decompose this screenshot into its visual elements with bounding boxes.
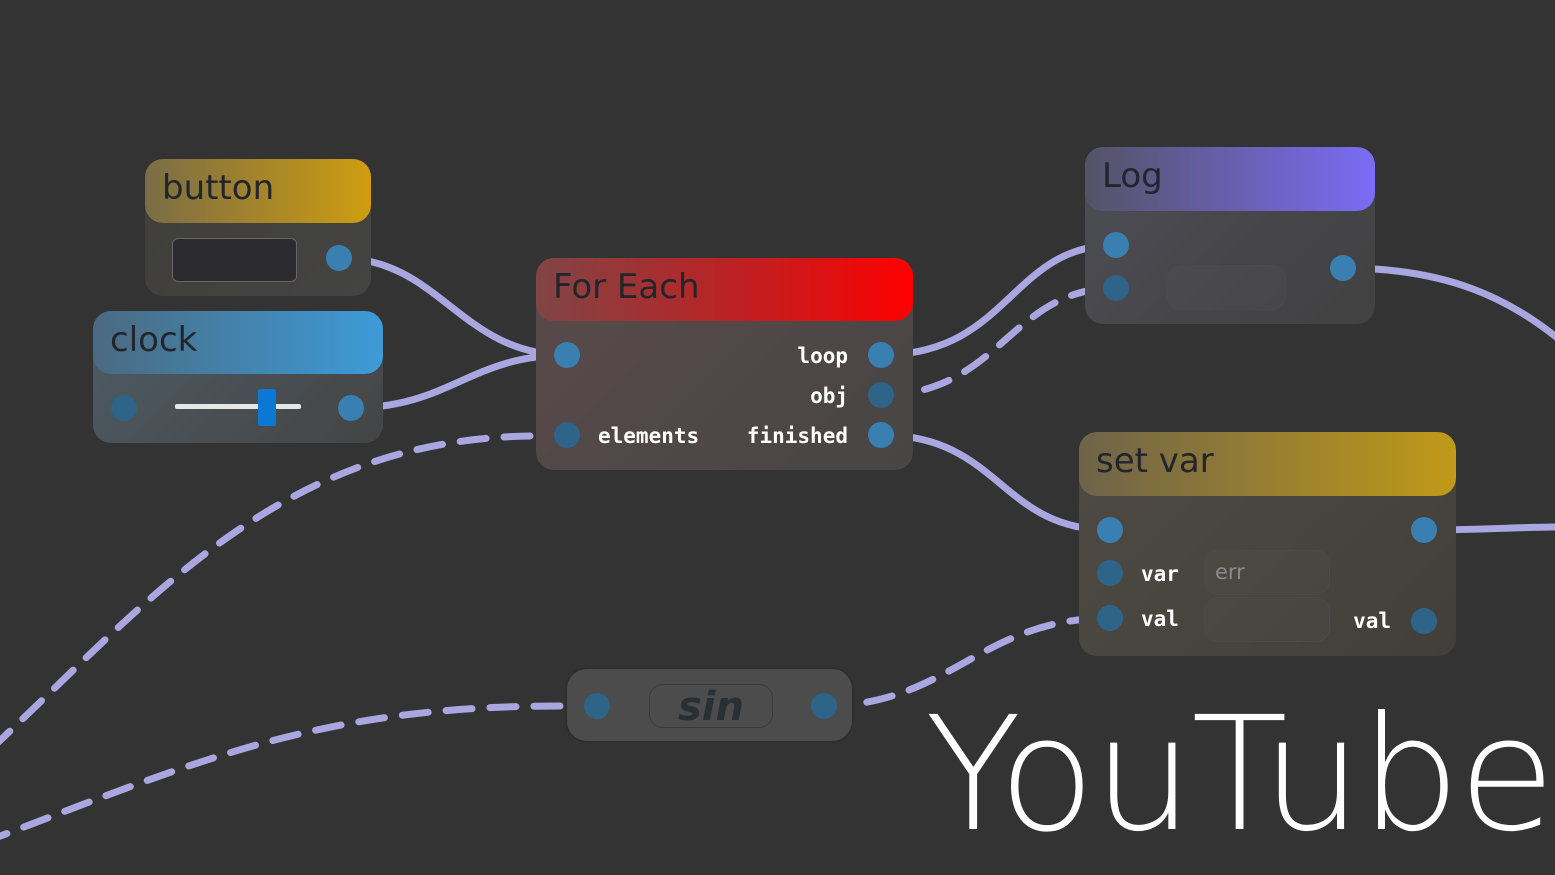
set-var-val-input[interactable]	[1204, 597, 1330, 642]
set-var-var-placeholder: err	[1215, 560, 1245, 584]
sin-label: sin	[649, 684, 773, 729]
wire-sin-in	[0, 702, 564, 840]
clock-slider-track[interactable]	[175, 404, 301, 409]
for-each-node-title[interactable]: For Each	[536, 258, 913, 321]
for-each-loop-port[interactable]	[868, 342, 894, 368]
set-var-node[interactable]: set var var err val val	[1079, 432, 1456, 656]
for-each-loop-label: loop	[797, 344, 848, 368]
sin-output-port[interactable]	[811, 693, 837, 719]
youtube-watermark: YouTube	[925, 683, 1555, 867]
clock-node-title[interactable]: clock	[93, 311, 383, 374]
button-widget[interactable]	[172, 238, 297, 282]
for-each-obj-port[interactable]	[868, 382, 894, 408]
for-each-elements-port[interactable]	[554, 422, 580, 448]
clock-input-port[interactable]	[111, 395, 137, 421]
wire-clock-to-foreach	[347, 351, 571, 412]
sin-node[interactable]: sin	[565, 667, 854, 743]
for-each-exec-input-port[interactable]	[554, 342, 580, 368]
log-node-title[interactable]: Log	[1085, 147, 1375, 211]
set-var-var-input[interactable]: err	[1204, 550, 1330, 595]
set-var-var-label: var	[1141, 562, 1179, 586]
for-each-finished-label: finished	[746, 424, 848, 448]
wire-loop-to-log	[877, 241, 1120, 359]
set-var-val-output-port[interactable]	[1411, 608, 1437, 634]
button-node[interactable]: button	[145, 159, 371, 296]
clock-slider-thumb[interactable]	[257, 389, 276, 426]
wire-finished-to-setvar	[877, 431, 1114, 534]
log-value-field[interactable]	[1166, 265, 1286, 310]
log-output-port[interactable]	[1330, 255, 1356, 281]
sin-input-port[interactable]	[584, 693, 610, 719]
set-var-exec-input-port[interactable]	[1097, 517, 1123, 543]
button-node-title[interactable]: button	[145, 159, 371, 223]
wire-elements-in	[0, 432, 534, 746]
button-output-port[interactable]	[326, 245, 352, 271]
for-each-elements-label: elements	[598, 424, 700, 448]
set-var-val-input-port[interactable]	[1097, 605, 1123, 631]
for-each-obj-label: obj	[810, 384, 848, 408]
set-var-val-output-label: val	[1353, 609, 1391, 633]
log-exec-input-port[interactable]	[1103, 232, 1129, 258]
set-var-node-title[interactable]: set var	[1079, 432, 1456, 496]
clock-node[interactable]: clock	[93, 311, 383, 443]
wire-obj-to-log	[877, 284, 1120, 399]
for-each-node[interactable]: For Each loop obj elements finished	[536, 258, 913, 470]
set-var-val-input-label: val	[1141, 607, 1179, 631]
log-value-input-port[interactable]	[1103, 275, 1129, 301]
for-each-finished-port[interactable]	[868, 422, 894, 448]
log-node[interactable]: Log	[1085, 147, 1375, 324]
set-var-exec-output-port[interactable]	[1411, 517, 1437, 543]
clock-output-port[interactable]	[338, 395, 364, 421]
set-var-var-port[interactable]	[1097, 560, 1123, 586]
